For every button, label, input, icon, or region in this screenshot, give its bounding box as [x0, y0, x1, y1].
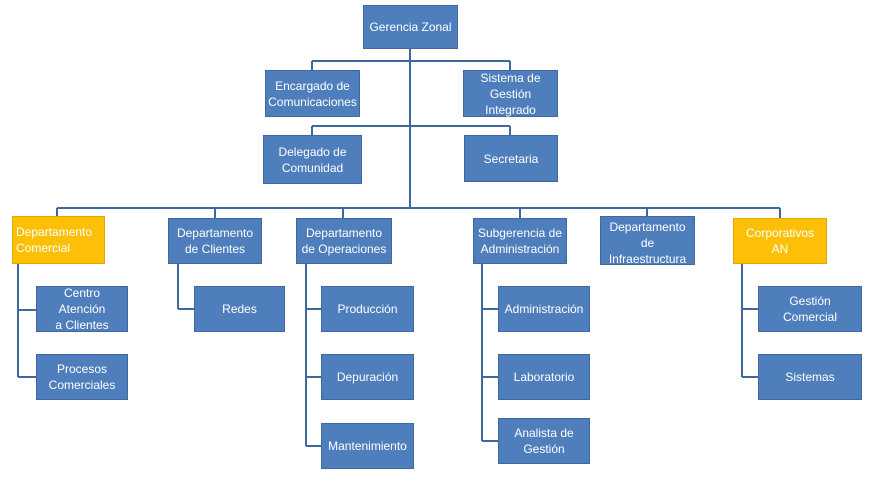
staff-node-secretaria: Secretaria: [464, 135, 558, 182]
child-node-sistemas: Sistemas: [758, 354, 862, 400]
dept-node-operaciones: Departamento de Operaciones: [296, 218, 392, 264]
dept-node-infraestructura: Departamento de Infraestructura: [600, 216, 695, 266]
child-node-redes: Redes: [194, 286, 285, 332]
dept-node-comercial: Departamento Comercial: [12, 216, 105, 264]
child-node-gestion-comercial: Gestión Comercial: [758, 286, 862, 332]
root-node-gerencia-zonal: Gerencia Zonal: [363, 5, 458, 49]
child-node-laboratorio: Laboratorio: [498, 354, 590, 400]
child-node-mantenimiento: Mantenimiento: [321, 423, 414, 469]
child-node-administracion: Administración: [498, 286, 590, 332]
child-node-depuracion: Depuración: [321, 354, 414, 400]
child-node-analista-gestion: Analista de Gestión: [498, 418, 590, 464]
staff-node-delegado-comunidad: Delegado de Comunidad: [263, 135, 362, 184]
child-node-procesos-comerciales: Procesos Comerciales: [36, 354, 128, 400]
dept-node-administracion: Subgerencia de Administración: [473, 218, 567, 264]
dept-node-clientes: Departamento de Clientes: [168, 218, 262, 264]
child-node-centro-atencion: Centro Atención a Clientes: [36, 286, 128, 332]
dept-node-corporativos: Corporativos AN: [733, 218, 827, 264]
staff-node-sistema-gestion: Sistema de Gestión Integrado: [463, 70, 558, 117]
child-node-produccion: Producción: [321, 286, 414, 332]
staff-node-encargado-comunicaciones: Encargado de Comunicaciones: [265, 70, 360, 117]
